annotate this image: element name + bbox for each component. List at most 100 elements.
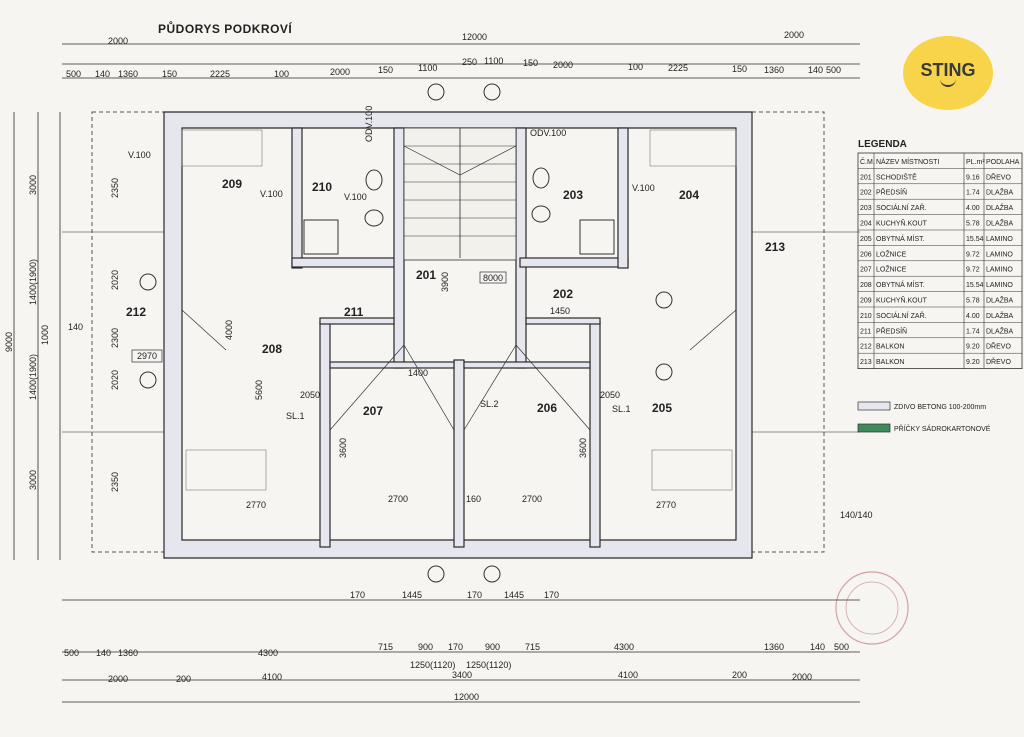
legend-cell: PŘEDSÍŇ: [876, 326, 907, 335]
left-dimensions: 9000 3000 3000 1400(1900) 1400(1900) 100…: [4, 112, 120, 560]
material-swatch-drywall: [857, 423, 891, 433]
legend-cell: 9.20: [966, 344, 980, 351]
exterior-wall: [163, 111, 753, 559]
legend-cell: BALKON: [876, 344, 904, 351]
legend-cell: 204: [860, 221, 872, 228]
dim-label: 1000: [40, 325, 50, 345]
smile-icon: [940, 79, 956, 87]
dim-label: 900: [485, 642, 500, 652]
material-concrete-label: ZDIVO BETONG 100-200mm: [894, 404, 986, 411]
approval-stamp: [835, 571, 909, 645]
dim-label: 1445: [504, 590, 524, 600]
dim-label: 2020: [110, 270, 120, 290]
dim-label: 2300: [110, 328, 120, 348]
legend-cell: DLAŽBA: [986, 326, 1014, 335]
dim-label: 2050: [300, 390, 320, 400]
dim-label: 715: [378, 642, 393, 652]
dim-label: 150: [162, 69, 177, 79]
brand-text: STING: [920, 59, 976, 80]
legend-cell: SCHODIŠTĚ: [876, 172, 917, 181]
sliding-door-label: SL.2: [480, 399, 499, 409]
legend-cell: OBYTNÁ MÍST.: [876, 280, 925, 289]
material-swatch-concrete: [857, 401, 891, 411]
legend-header-cell: Č.M.: [860, 157, 875, 166]
plan-title: PŮDORYS PODKROVÍ: [158, 20, 292, 36]
dim-label: 170: [350, 590, 365, 600]
legend-cell: DLAŽBA: [986, 188, 1014, 197]
room-213-label: 213: [765, 240, 785, 254]
dim-label: 160: [466, 494, 481, 504]
bathroom-fixtures: [303, 167, 615, 255]
dim-label: 500: [834, 642, 849, 652]
dim-label: 2700: [388, 494, 408, 504]
dim-label: 2225: [210, 69, 230, 79]
dim-label: 140/140: [840, 510, 873, 520]
legend-cell: LOŽNICE: [876, 249, 907, 258]
dim-label: 12000: [462, 32, 487, 42]
furniture: [181, 129, 737, 491]
dim-label: 1360: [118, 648, 138, 658]
window-label: V.100: [344, 192, 367, 202]
dim-label: 200: [176, 674, 191, 684]
legend-cell: 208: [860, 282, 872, 289]
interior-walls: [291, 127, 629, 548]
legend-cell: LAMINO: [986, 282, 1013, 289]
legend-cell: 210: [860, 313, 872, 320]
dim-label: 1250(1120): [410, 660, 455, 670]
dim-label: 2000: [553, 60, 573, 70]
dim-label: 3600: [578, 438, 588, 458]
legend-cell: 202: [860, 190, 872, 197]
dim-label: 170: [544, 590, 559, 600]
room-212-label: 212: [126, 305, 146, 319]
dim-label: 2000: [792, 672, 812, 682]
legend-cell: SOCIÁLNÍ ZAŘ.: [876, 203, 927, 212]
dim-label: 4300: [258, 648, 278, 658]
dim-label: 2000: [784, 30, 804, 40]
bottom-dimensions: 170 1445 170 1445 170 500 140 1360 4300 …: [62, 510, 873, 703]
door-label: ODV.100: [530, 128, 566, 138]
dim-label: 150: [523, 58, 538, 68]
dim-label: 200: [732, 670, 747, 680]
dim-label: 1400(1900): [28, 354, 38, 400]
dim-label: 4100: [618, 670, 638, 680]
dim-label: 100: [628, 62, 643, 72]
dim-label: 4100: [262, 672, 282, 682]
door-label: ODV.100: [364, 106, 374, 142]
legend-cell: 5.78: [966, 221, 980, 228]
dim-label: 140: [810, 642, 825, 652]
room-210-label: 210: [312, 180, 332, 194]
legend-cell: LAMINO: [986, 236, 1013, 243]
dim-label: 5600: [254, 380, 264, 400]
legend-cell: DLAŽBA: [986, 219, 1014, 228]
legend-title: LEGENDA: [858, 139, 907, 150]
legend-cell: 4.00: [966, 205, 980, 212]
legend-cell: 212: [860, 344, 872, 351]
dim-label: 170: [448, 642, 463, 652]
dim-label: 140: [68, 322, 83, 332]
dim-label: 2020: [110, 370, 120, 390]
dim-label: 2770: [656, 500, 676, 510]
interior-dimensions: 2770 2700 160 2700 2770 1400 1450 3900 5…: [224, 272, 676, 510]
dim-label: 3000: [28, 470, 38, 490]
dim-label: 2350: [110, 472, 120, 492]
level-box: 2970: [137, 351, 157, 361]
dim-label: 2000: [108, 36, 128, 46]
legend-cell: 206: [860, 251, 872, 258]
room-208-label: 208: [262, 342, 282, 356]
dim-label: 500: [66, 69, 81, 79]
dim-label: 250: [462, 57, 477, 67]
sliding-door-label: SL.1: [612, 404, 631, 414]
dim-label: 2770: [246, 500, 266, 510]
dim-label: 1360: [764, 65, 784, 75]
legend-cell: SOCIÁLNÍ ZAŘ.: [876, 311, 927, 320]
room-201-label: 201: [416, 268, 436, 282]
legend-cell: LAMINO: [986, 267, 1013, 274]
room-205-label: 205: [652, 401, 672, 415]
dim-label: 170: [467, 590, 482, 600]
dim-label: 100: [274, 69, 289, 79]
dim-label: 4300: [614, 642, 634, 652]
legend-cell: 201: [860, 174, 872, 181]
dim-label: 1450: [550, 306, 570, 316]
